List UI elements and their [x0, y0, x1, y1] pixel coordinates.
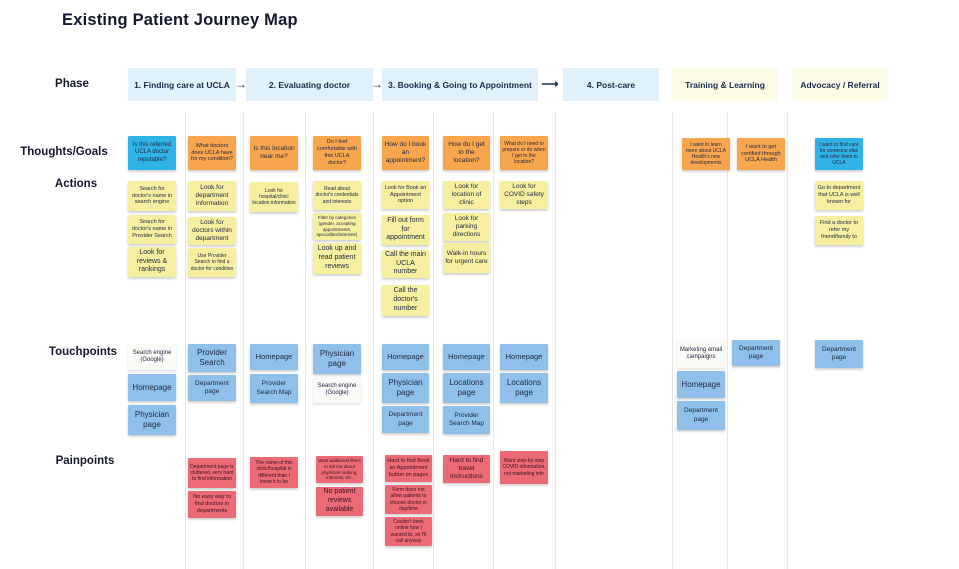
sticky-note-touchpoints[interactable]: Department page: [732, 340, 780, 366]
sticky-note-actions[interactable]: Look for doctors within department: [188, 217, 236, 245]
sticky-note-touchpoints[interactable]: Department page: [382, 406, 429, 433]
phase-arrow-icon: ⟶: [541, 77, 559, 91]
sticky-note-actions[interactable]: Filter by categories (gender, accepting …: [313, 213, 361, 240]
sticky-note-thoughts[interactable]: I want to learn more about UCLA Health's…: [682, 138, 730, 170]
phase-header[interactable]: 3. Booking & Going to Appointment: [382, 68, 538, 101]
column-separator: [493, 112, 494, 569]
phase-arrow-icon: →: [235, 77, 247, 91]
column-separator: [243, 112, 244, 569]
sticky-note-painpoints[interactable]: No patient reviews available: [316, 487, 363, 516]
sticky-note-actions[interactable]: Look for COVID safety steps: [500, 181, 548, 209]
sticky-note-actions[interactable]: Look for location of clinic: [443, 181, 490, 209]
phase-header[interactable]: Advocacy / Referral: [792, 68, 888, 101]
sticky-note-painpoints[interactable]: Form does not allow patients to choose d…: [385, 485, 432, 514]
sticky-note-touchpoints[interactable]: Provider Search: [188, 344, 236, 372]
sticky-note-thoughts[interactable]: What doctors does UCLA have for my condi…: [188, 136, 236, 170]
sticky-note-actions[interactable]: Call the main UCLA number: [382, 250, 429, 278]
sticky-note-touchpoints[interactable]: Locations page: [500, 373, 548, 403]
sticky-note-thoughts[interactable]: Do I feel comfortable with this UCLA doc…: [313, 136, 361, 170]
sticky-note-painpoints[interactable]: Hard to find travel instructions: [443, 455, 490, 483]
sticky-note-actions[interactable]: Look for department information: [188, 181, 236, 211]
sticky-note-actions[interactable]: Go to department that UCLA is well known…: [815, 181, 863, 210]
row-label-painpoints[interactable]: Painpoints: [55, 455, 115, 467]
column-separator: [555, 112, 556, 569]
sticky-note-touchpoints[interactable]: Homepage: [677, 371, 725, 398]
sticky-note-actions[interactable]: Find a doctor to refer my friend/family …: [815, 216, 863, 245]
sticky-note-touchpoints[interactable]: Homepage: [128, 374, 176, 401]
sticky-note-thoughts[interactable]: What do I need to prepare or do when I g…: [500, 136, 548, 170]
sticky-note-painpoints[interactable]: The name of this clinic/hospital is diff…: [250, 457, 298, 488]
sticky-note-touchpoints[interactable]: Provider Search Map: [443, 406, 490, 434]
sticky-note-actions[interactable]: Read about doctor's credentials and inte…: [313, 181, 361, 210]
sticky-note-touchpoints[interactable]: Provider Search Map: [250, 374, 298, 403]
column-separator: [787, 112, 788, 569]
row-label-thoughts-goals[interactable]: Thoughts/Goals: [20, 146, 108, 158]
sticky-note-painpoints[interactable]: Department page is cluttered, very hard …: [188, 458, 236, 488]
sticky-note-touchpoints[interactable]: Department page: [677, 401, 725, 430]
column-separator: [185, 112, 186, 569]
sticky-note-thoughts[interactable]: Is this referred UCLA doctor reputable?: [128, 136, 176, 170]
sticky-note-painpoints[interactable]: Want additional filters to tell me about…: [316, 456, 363, 483]
sticky-note-thoughts[interactable]: I want to get certified through UCLA Hea…: [737, 138, 785, 170]
column-separator: [433, 112, 434, 569]
column-separator: [305, 112, 306, 569]
sticky-note-touchpoints[interactable]: Marketing email campaigns: [677, 340, 725, 368]
sticky-note-actions[interactable]: Look for hospital/clinic location inform…: [250, 182, 298, 212]
phase-header[interactable]: 4. Post-care: [563, 68, 659, 101]
sticky-note-touchpoints[interactable]: Search engine (Google): [128, 344, 176, 370]
sticky-note-painpoints[interactable]: Couldn't book online how I wanted to, so…: [385, 517, 432, 546]
board-title: Existing Patient Journey Map: [62, 11, 298, 29]
sticky-note-touchpoints[interactable]: Homepage: [443, 344, 490, 370]
sticky-note-touchpoints[interactable]: Search engine (Google): [313, 377, 361, 403]
row-label-phase[interactable]: Phase: [55, 78, 89, 90]
sticky-note-actions[interactable]: Look for reviews & rankings: [128, 247, 176, 277]
sticky-note-actions[interactable]: Walk-in hours for urgent care: [443, 243, 490, 273]
sticky-note-painpoints[interactable]: No easy way to find doctors in departmen…: [188, 491, 236, 518]
sticky-note-touchpoints[interactable]: Homepage: [250, 344, 298, 370]
sticky-note-touchpoints[interactable]: Homepage: [382, 344, 429, 370]
phase-header[interactable]: 2. Evaluating doctor: [246, 68, 373, 101]
row-label-touchpoints[interactable]: Touchpoints: [48, 346, 118, 358]
sticky-note-touchpoints[interactable]: Department page: [188, 375, 236, 401]
sticky-note-actions[interactable]: Call the doctor's number: [382, 285, 429, 316]
sticky-note-actions[interactable]: Fill out form for appointment: [382, 215, 429, 245]
sticky-note-thoughts[interactable]: Is this location near me?: [250, 136, 298, 170]
phase-arrow-icon: →: [371, 77, 383, 91]
column-separator: [727, 112, 728, 569]
phase-header[interactable]: 1. Finding care at UCLA: [128, 68, 236, 101]
sticky-note-actions[interactable]: Look for Book an Appointment option: [382, 181, 429, 209]
sticky-note-thoughts[interactable]: How do I book an appointment?: [382, 136, 429, 170]
sticky-note-thoughts[interactable]: How do I get to the location?: [443, 136, 490, 170]
sticky-note-painpoints[interactable]: Hard to find Book an Appointment button …: [385, 455, 432, 482]
sticky-note-touchpoints[interactable]: Physician page: [313, 344, 361, 374]
sticky-note-touchpoints[interactable]: Homepage: [500, 344, 548, 370]
sticky-note-actions[interactable]: Search for doctor's name in Provider Sea…: [128, 215, 176, 244]
sticky-note-actions[interactable]: Look for parking directions: [443, 213, 490, 241]
sticky-note-thoughts[interactable]: I want to find care for someone else and…: [815, 138, 863, 170]
sticky-note-painpoints[interactable]: Want step-by-step COVID information, not…: [500, 451, 548, 484]
sticky-note-touchpoints[interactable]: Physician page: [128, 405, 176, 435]
sticky-note-actions[interactable]: Use Provider Search to find a doctor for…: [188, 248, 236, 277]
row-label-actions[interactable]: Actions: [54, 178, 98, 190]
sticky-note-actions[interactable]: Look up and read patient reviews: [313, 243, 361, 274]
sticky-note-actions[interactable]: Search for doctor's name in search engin…: [128, 181, 176, 211]
sticky-note-touchpoints[interactable]: Locations page: [443, 373, 490, 403]
column-separator: [672, 112, 673, 569]
phase-header[interactable]: Training & Learning: [672, 68, 778, 101]
column-separator: [373, 112, 374, 569]
sticky-note-touchpoints[interactable]: Department page: [815, 340, 863, 368]
sticky-note-touchpoints[interactable]: Physician page: [382, 373, 429, 403]
